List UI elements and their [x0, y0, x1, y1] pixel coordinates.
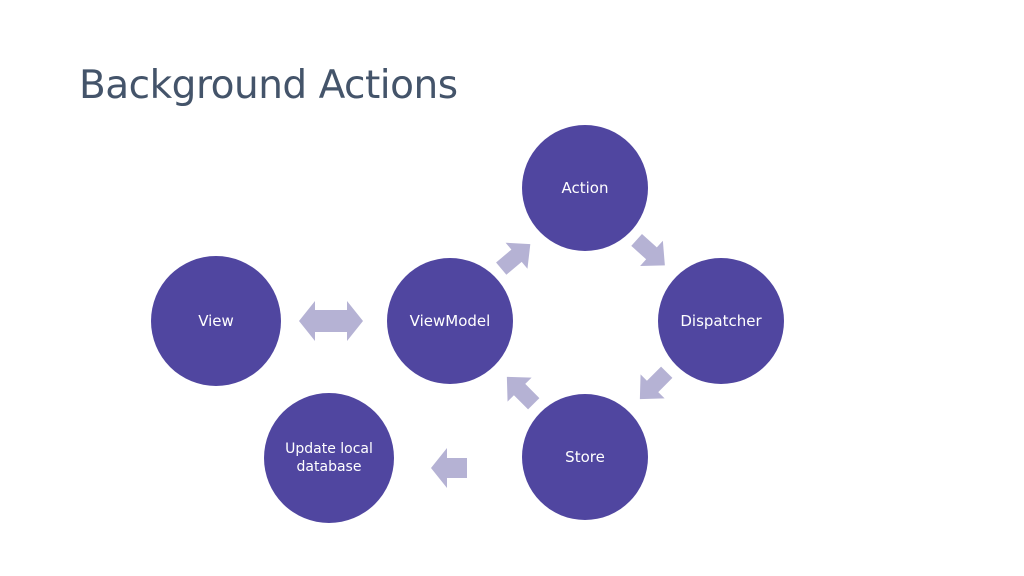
node-view: View: [151, 256, 281, 386]
node-update-local-database: Update local database: [264, 393, 394, 523]
slide-title: Background Actions: [79, 63, 458, 108]
node-dispatcher-label: Dispatcher: [680, 312, 762, 330]
node-viewmodel: ViewModel: [387, 258, 513, 384]
arrow-action-to-dispatcher: [631, 234, 665, 266]
node-viewmodel-label: ViewModel: [409, 312, 491, 330]
node-dispatcher: Dispatcher: [658, 258, 784, 384]
node-store-label: Store: [565, 448, 605, 466]
arrow-store-to-update-local-database: [431, 448, 467, 488]
arrow-viewmodel-to-action: [496, 242, 531, 275]
arrow-view-viewmodel-bidirectional: [299, 301, 363, 341]
node-action-label: Action: [561, 179, 609, 197]
node-update-local-database-label: Update local database: [285, 441, 373, 475]
arrow-dispatcher-to-store: [639, 366, 673, 400]
node-store: Store: [522, 394, 648, 520]
node-action: Action: [522, 125, 648, 251]
node-view-label: View: [198, 312, 234, 330]
arrow-store-to-viewmodel: [506, 376, 540, 410]
